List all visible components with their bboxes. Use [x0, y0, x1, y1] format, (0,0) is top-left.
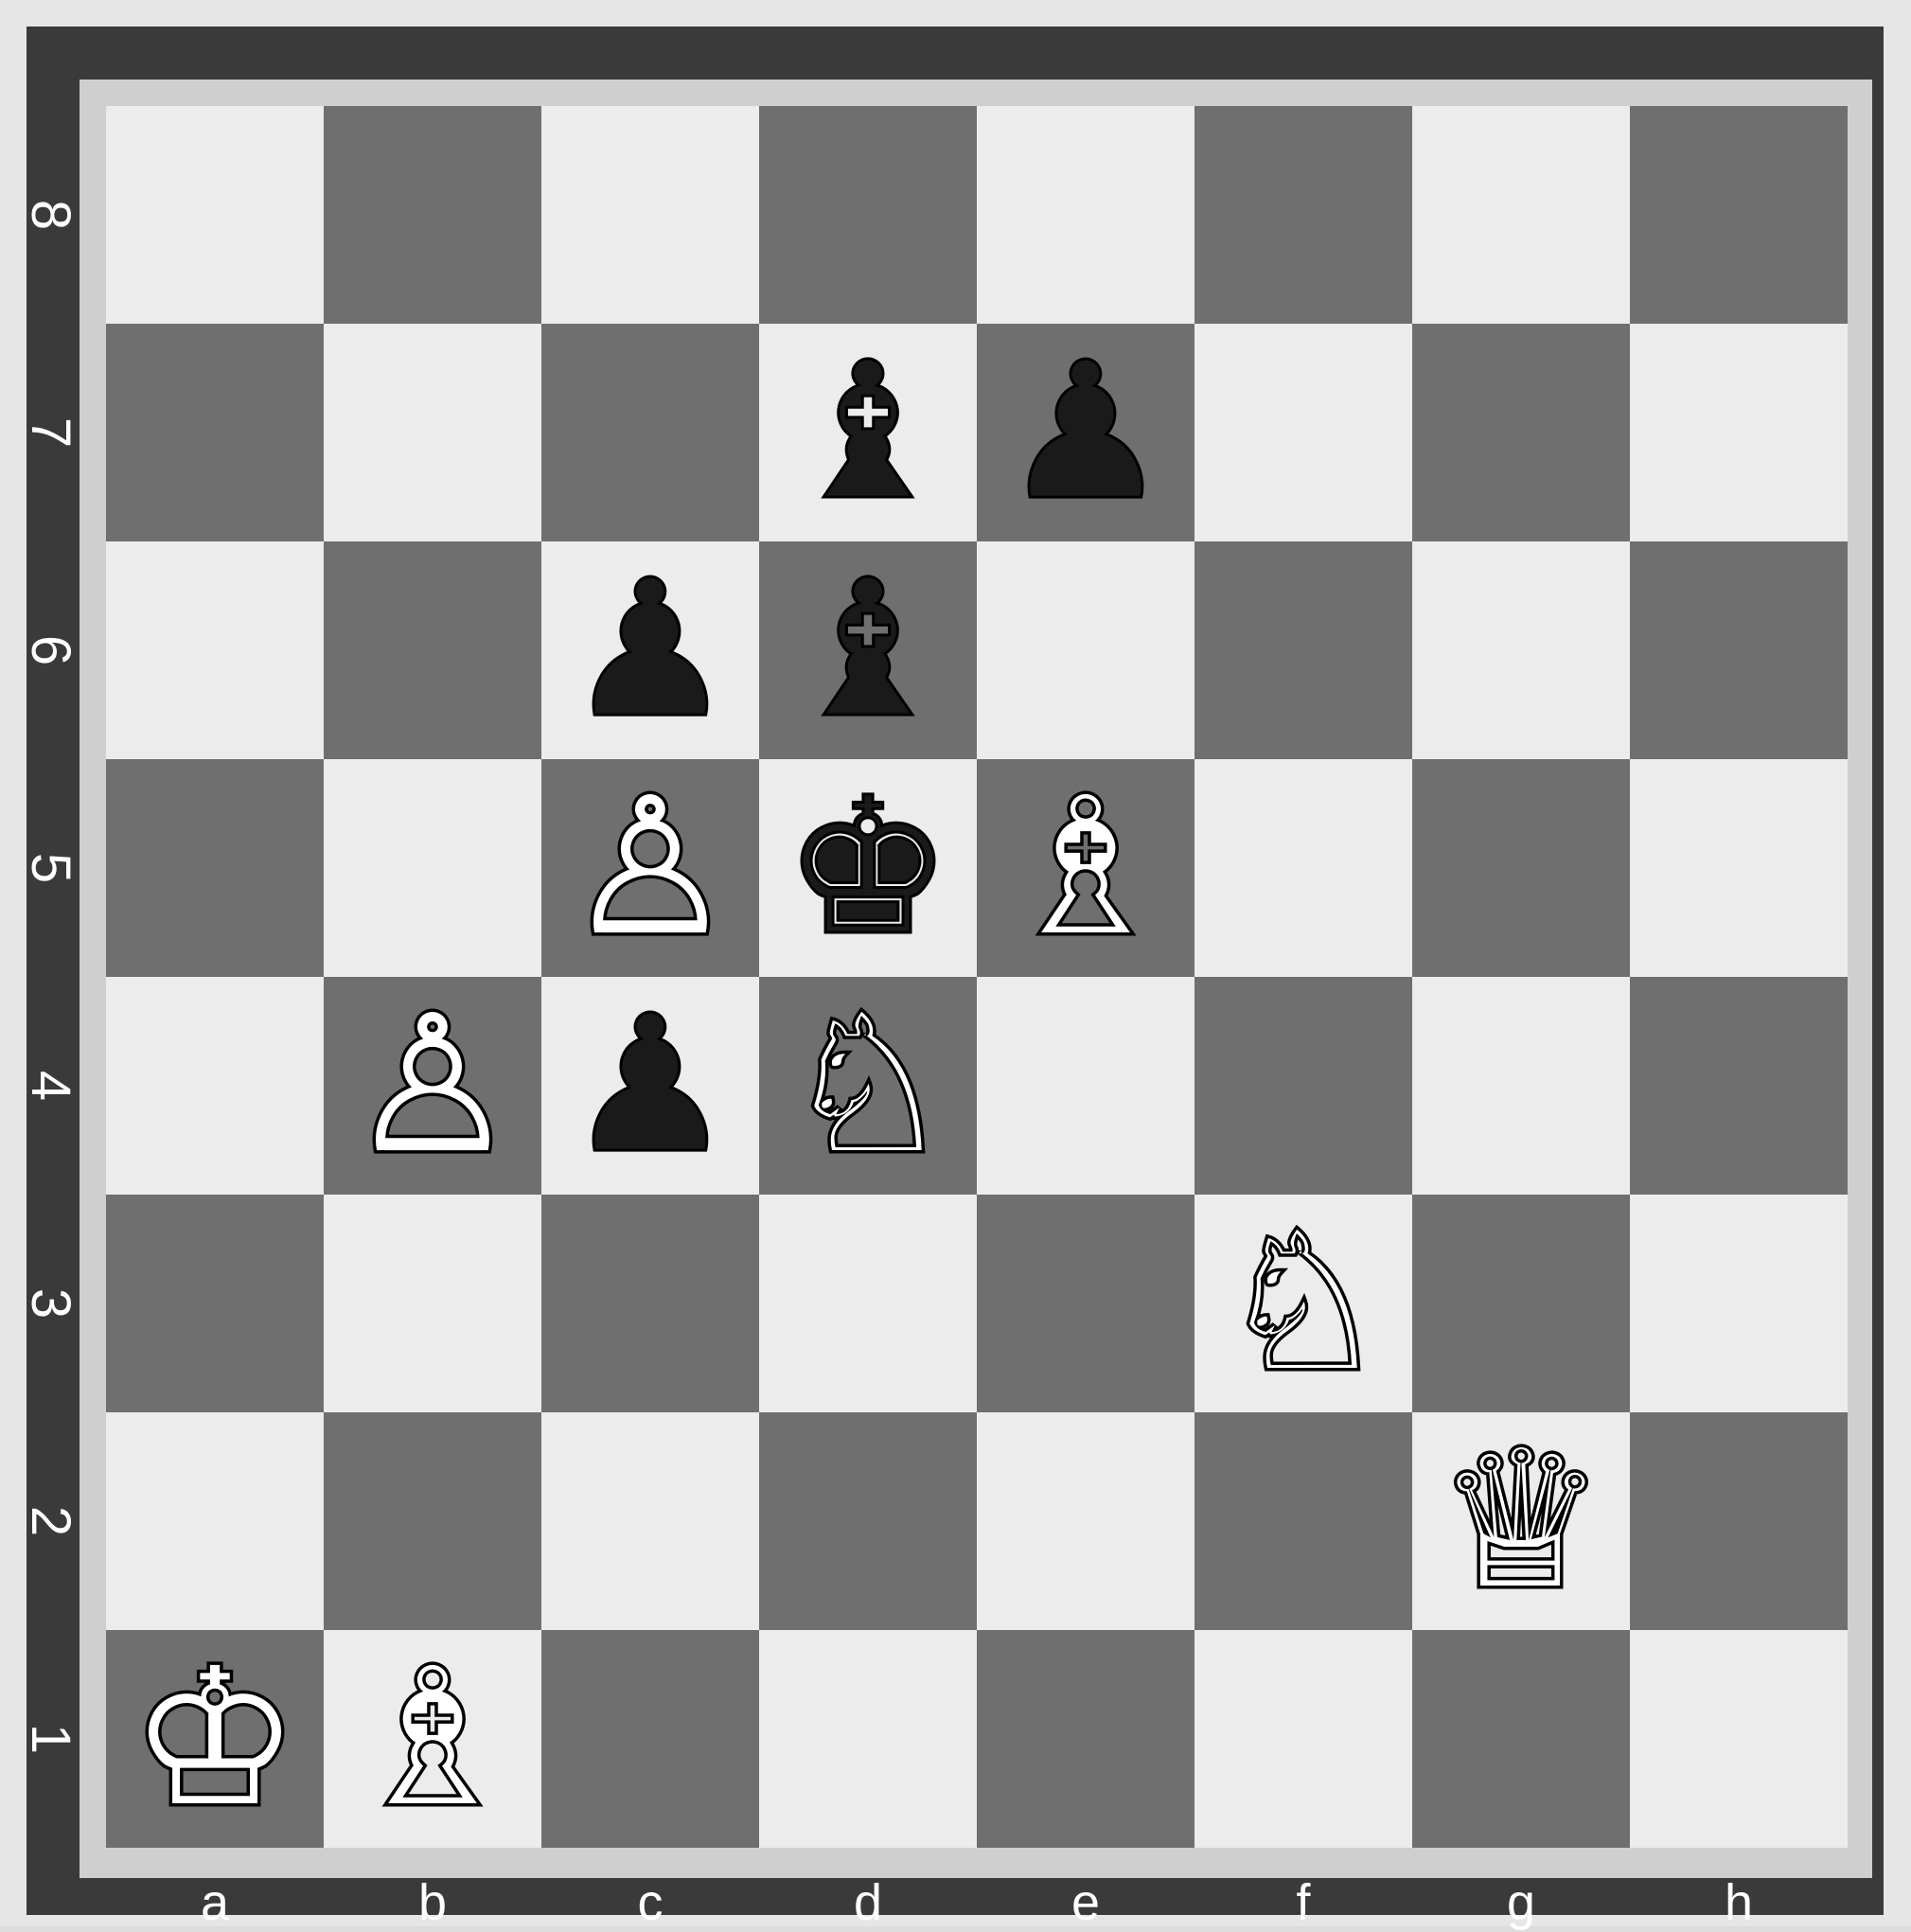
square-c6[interactable]: ♟: [541, 541, 759, 759]
white-knight-icon[interactable]: ♘: [783, 991, 952, 1180]
square-b8[interactable]: [324, 106, 541, 324]
black-bishop-icon[interactable]: ♝: [783, 338, 952, 527]
square-d4[interactable]: ♘: [759, 977, 977, 1195]
square-b6[interactable]: [324, 541, 541, 759]
square-f2[interactable]: [1194, 1412, 1412, 1630]
white-bishop-icon[interactable]: ♗: [1000, 773, 1170, 963]
rank-label: 2: [0, 1500, 160, 1542]
square-b2[interactable]: [324, 1412, 541, 1630]
square-c1[interactable]: [541, 1630, 759, 1848]
black-king-icon[interactable]: ♚: [783, 773, 952, 963]
rank-label: 8: [0, 194, 160, 236]
square-h2[interactable]: [1630, 1412, 1848, 1630]
rank-label: 6: [0, 629, 160, 671]
square-h7[interactable]: [1630, 324, 1848, 541]
square-h5[interactable]: [1630, 759, 1848, 977]
square-g2[interactable]: ♕: [1412, 1412, 1630, 1630]
square-c5[interactable]: ♙: [541, 759, 759, 977]
square-c8[interactable]: [541, 106, 759, 324]
rank-label: 1: [0, 1718, 160, 1760]
square-f8[interactable]: [1194, 106, 1412, 324]
square-e6[interactable]: [977, 541, 1194, 759]
square-b1[interactable]: ♗: [324, 1630, 541, 1848]
rank-label: 3: [0, 1283, 160, 1324]
square-g5[interactable]: [1412, 759, 1630, 977]
file-label: c: [541, 1882, 759, 1923]
square-d1[interactable]: [759, 1630, 977, 1848]
square-h1[interactable]: [1630, 1630, 1848, 1848]
square-e5[interactable]: ♗: [977, 759, 1194, 977]
square-g3[interactable]: [1412, 1195, 1630, 1412]
square-f1[interactable]: [1194, 1630, 1412, 1848]
square-d2[interactable]: [759, 1412, 977, 1630]
square-b5[interactable]: [324, 759, 541, 977]
square-g4[interactable]: [1412, 977, 1630, 1195]
white-queen-icon[interactable]: ♕: [1436, 1427, 1605, 1616]
square-e8[interactable]: [977, 106, 1194, 324]
square-e1[interactable]: [977, 1630, 1194, 1848]
square-h4[interactable]: [1630, 977, 1848, 1195]
black-pawn-icon[interactable]: ♟: [1000, 338, 1170, 527]
square-c7[interactable]: [541, 324, 759, 541]
square-c4[interactable]: ♟: [541, 977, 759, 1195]
black-pawn-icon[interactable]: ♟: [565, 991, 734, 1180]
file-label: h: [1630, 1882, 1848, 1923]
rank-label: 7: [0, 412, 160, 453]
square-f4[interactable]: [1194, 977, 1412, 1195]
square-c3[interactable]: [541, 1195, 759, 1412]
file-label: b: [324, 1882, 541, 1923]
square-d7[interactable]: ♝: [759, 324, 977, 541]
square-f6[interactable]: [1194, 541, 1412, 759]
square-h6[interactable]: [1630, 541, 1848, 759]
square-f3[interactable]: ♘: [1194, 1195, 1412, 1412]
square-g1[interactable]: [1412, 1630, 1630, 1848]
file-label: a: [106, 1882, 324, 1923]
square-d5[interactable]: ♚: [759, 759, 977, 977]
white-pawn-icon[interactable]: ♙: [347, 991, 517, 1180]
square-g6[interactable]: [1412, 541, 1630, 759]
square-c2[interactable]: [541, 1412, 759, 1630]
square-d8[interactable]: [759, 106, 977, 324]
file-label: f: [1194, 1882, 1412, 1923]
square-f7[interactable]: [1194, 324, 1412, 541]
square-b3[interactable]: [324, 1195, 541, 1412]
file-label: d: [759, 1882, 977, 1923]
rank-label: 4: [0, 1065, 160, 1107]
square-f5[interactable]: [1194, 759, 1412, 977]
file-label: g: [1412, 1882, 1630, 1923]
square-e2[interactable]: [977, 1412, 1194, 1630]
white-bishop-icon[interactable]: ♗: [347, 1644, 517, 1834]
square-e7[interactable]: ♟: [977, 324, 1194, 541]
rank-label: 5: [0, 847, 160, 889]
square-g7[interactable]: [1412, 324, 1630, 541]
square-d3[interactable]: [759, 1195, 977, 1412]
square-b7[interactable]: [324, 324, 541, 541]
chess-board: ♝♟♟♝♙♚♗♙♟♘♘♕♔♗: [106, 106, 1848, 1848]
file-label: e: [977, 1882, 1194, 1923]
square-e4[interactable]: [977, 977, 1194, 1195]
square-e3[interactable]: [977, 1195, 1194, 1412]
white-pawn-icon[interactable]: ♙: [565, 773, 734, 963]
black-pawn-icon[interactable]: ♟: [565, 556, 734, 745]
square-g8[interactable]: [1412, 106, 1630, 324]
square-d6[interactable]: ♝: [759, 541, 977, 759]
square-b4[interactable]: ♙: [324, 977, 541, 1195]
white-knight-icon[interactable]: ♘: [1218, 1209, 1388, 1398]
black-bishop-icon[interactable]: ♝: [783, 556, 952, 745]
square-h8[interactable]: [1630, 106, 1848, 324]
square-h3[interactable]: [1630, 1195, 1848, 1412]
